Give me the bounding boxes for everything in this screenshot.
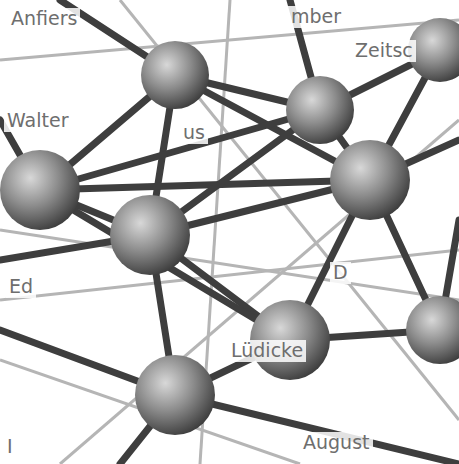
node-label: mber [288, 6, 344, 28]
node-label: us [180, 122, 208, 144]
node-label: Walter [4, 110, 71, 132]
node-label: Ed [6, 276, 36, 298]
node-label: Lüdicke [228, 340, 306, 362]
node-label: D [330, 262, 351, 284]
node-label: Anfiers [8, 8, 80, 30]
node-label: August [300, 432, 373, 454]
node-label: I [4, 436, 16, 458]
node-label: Zeitsc [352, 40, 416, 62]
